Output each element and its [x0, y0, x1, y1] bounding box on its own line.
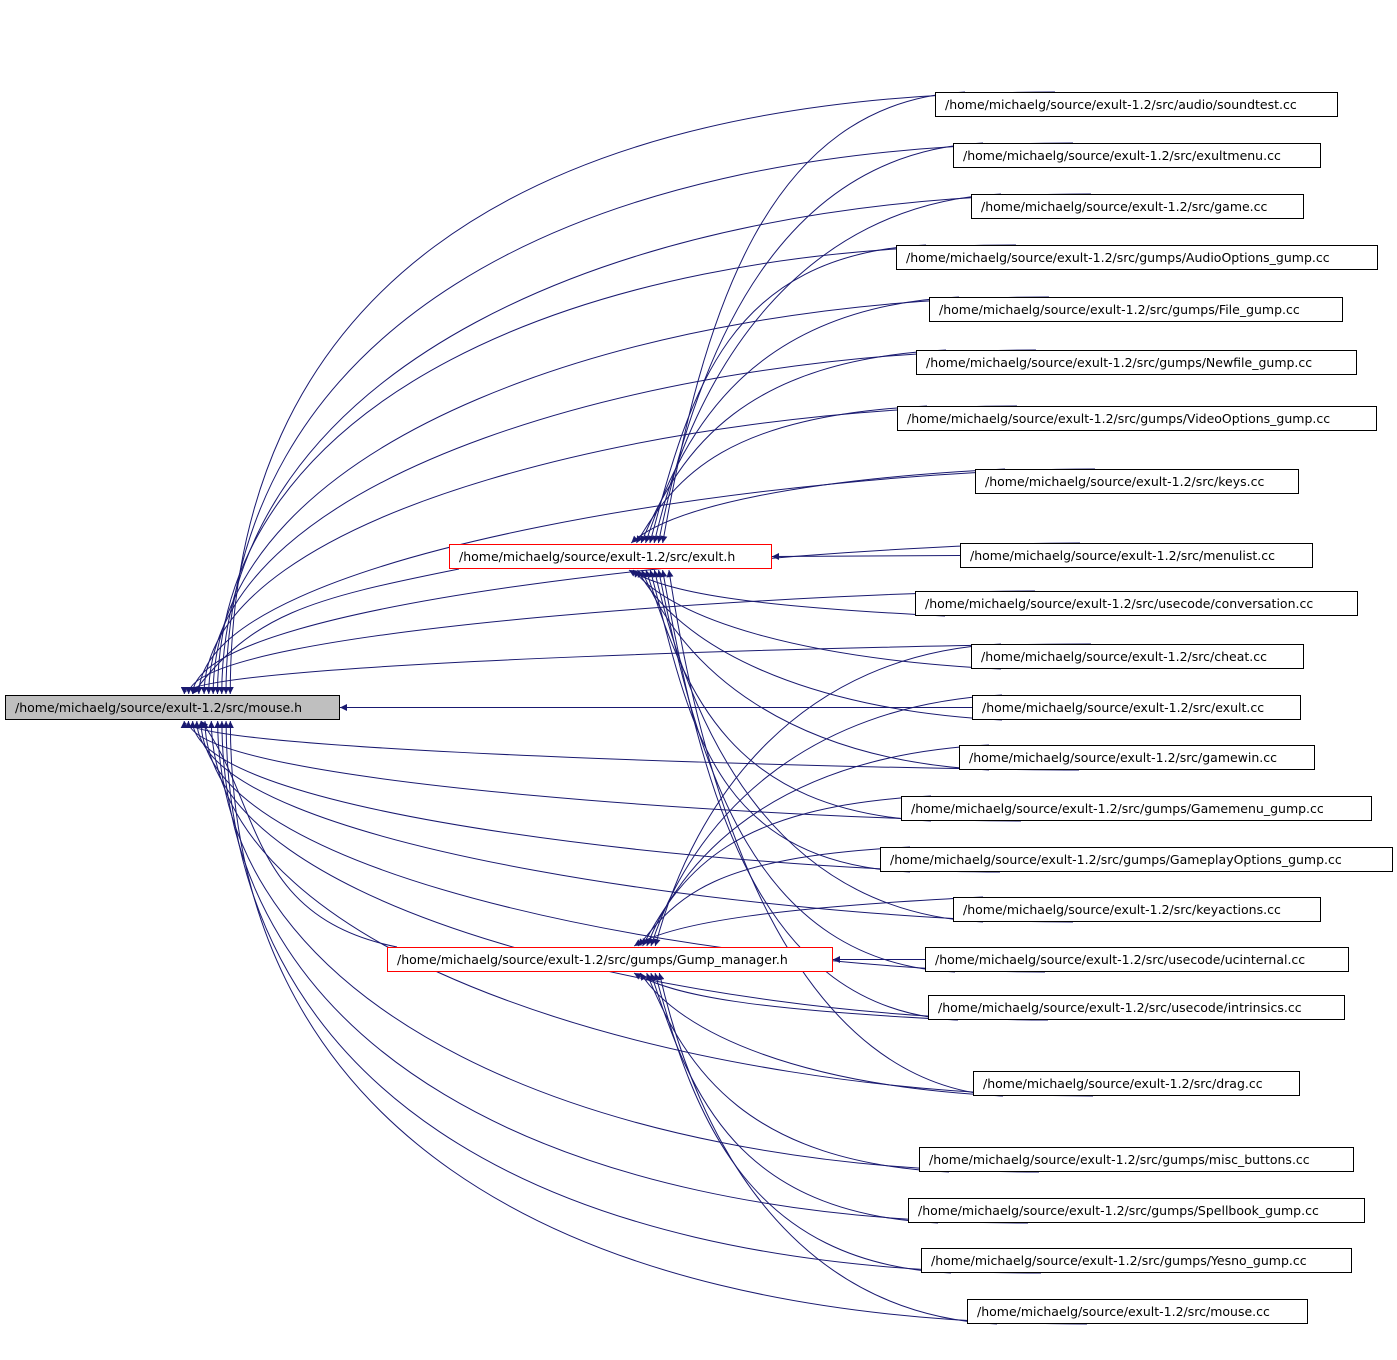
- edge-soundtest-to-exult_h: [660, 91, 966, 544]
- edge-cheat-to-gump_manager_h: [653, 643, 1002, 947]
- edge-gamemenu-to-gump_manager_h: [642, 795, 932, 947]
- edge-keys-to-mouse_h: [195, 468, 1096, 695]
- edge-videooptions-to-exult_h: [636, 405, 928, 544]
- edge-keyactions-to-gump_manager_h: [633, 896, 984, 947]
- node-ucinternal-cc[interactable]: /home/michaelg/source/exult-1.2/src/usec…: [925, 947, 1349, 972]
- node-intrinsics-cc[interactable]: /home/michaelg/source/exult-1.2/src/usec…: [928, 995, 1345, 1020]
- edge-gamewin-to-mouse_h: [180, 720, 1080, 771]
- edge-gameplayoptions-to-gump_manager_h: [637, 846, 911, 947]
- node-exult-cc[interactable]: /home/michaelg/source/exult-1.2/src/exul…: [972, 695, 1301, 720]
- edge-menulist-to-mouse_h: [189, 542, 1081, 695]
- node-gamemenu-gump-cc[interactable]: /home/michaelg/source/exult-1.2/src/gump…: [901, 796, 1372, 821]
- node-conversation-cc[interactable]: /home/michaelg/source/exult-1.2/src/usec…: [915, 591, 1358, 616]
- node-newfile-gump-cc[interactable]: /home/michaelg/source/exult-1.2/src/gump…: [916, 350, 1357, 375]
- edge-exult_h-to-mouse_h: [192, 568, 460, 695]
- node-drag-cc[interactable]: /home/michaelg/source/exult-1.2/src/drag…: [973, 1071, 1300, 1096]
- edge-gamemenu-to-exult_h: [644, 569, 932, 822]
- node-spellbook-gump-cc[interactable]: /home/michaelg/source/exult-1.2/src/gump…: [908, 1198, 1365, 1223]
- edge-newfile_gump-to-mouse_h: [205, 349, 1037, 695]
- edge-spellbook-to-mouse_h: [218, 720, 1029, 1224]
- node-keys-cc[interactable]: /home/michaelg/source/exult-1.2/src/keys…: [975, 469, 1299, 494]
- edge-mouse_cc-to-gump_manager_h: [657, 972, 998, 1325]
- node-mouse-cc[interactable]: /home/michaelg/source/exult-1.2/src/mous…: [967, 1299, 1308, 1324]
- edge-keyactions-to-mouse_h: [193, 720, 1074, 923]
- node-cheat-cc[interactable]: /home/michaelg/source/exult-1.2/src/chea…: [971, 644, 1304, 669]
- edge-drag-to-exult_h: [666, 569, 1004, 1097]
- node-misc-buttons-cc[interactable]: /home/michaelg/source/exult-1.2/src/gump…: [919, 1147, 1354, 1172]
- node-menulist-cc[interactable]: /home/michaelg/source/exult-1.2/src/menu…: [960, 543, 1313, 568]
- node-exultmenu-cc[interactable]: /home/michaelg/source/exult-1.2/src/exul…: [953, 143, 1321, 168]
- edge-game-to-mouse_h: [218, 193, 1092, 695]
- edge-conversation-to-mouse_h: [185, 590, 1036, 695]
- edge-gamewin-to-gump_manager_h: [646, 744, 990, 947]
- edge-file_gump-to-mouse_h: [209, 296, 1050, 695]
- node-gump-manager-h[interactable]: /home/michaelg/source/exult-1.2/src/gump…: [387, 947, 833, 972]
- edge-conversation-to-exult_h: [628, 569, 946, 617]
- edge-videooptions-to-mouse_h: [200, 405, 1018, 695]
- edge-intrinsics-to-mouse_h: [201, 720, 1049, 1021]
- edge-game-to-exult_h: [652, 193, 1002, 544]
- node-gamewin-cc[interactable]: /home/michaelg/source/exult-1.2/src/game…: [959, 745, 1315, 770]
- node-keyactions-cc[interactable]: /home/michaelg/source/exult-1.2/src/keya…: [953, 897, 1321, 922]
- node-exult-h[interactable]: /home/michaelg/source/exult-1.2/src/exul…: [449, 544, 772, 569]
- edge-file_gump-to-exult_h: [644, 296, 960, 544]
- edge-exult_cc-to-gump_manager_h: [649, 694, 1003, 947]
- edge-mouse_cc-to-mouse_h: [226, 720, 1088, 1325]
- edge-yesno-to-mouse_h: [222, 720, 1042, 1274]
- node-mouse-h[interactable]: /home/michaelg/source/exult-1.2/src/mous…: [5, 695, 340, 720]
- edge-yesno-to-gump_manager_h: [653, 972, 952, 1274]
- edge-soundtest-to-mouse_h: [226, 91, 1056, 695]
- node-gameplayoptions-gump-cc[interactable]: /home/michaelg/source/exult-1.2/src/gump…: [880, 847, 1393, 872]
- edge-drag-to-gump_manager_h: [639, 972, 1004, 1097]
- node-game-cc[interactable]: /home/michaelg/source/exult-1.2/src/game…: [971, 194, 1304, 219]
- edge-menulist-to-exult_h: [771, 552, 961, 560]
- edge-newfile_gump-to-exult_h: [640, 349, 947, 544]
- edge-intrinsics-to-gump_manager_h: [633, 972, 959, 1021]
- edge-audiooptions-to-mouse_h: [214, 244, 1017, 695]
- edge-keys-to-exult_h: [630, 468, 1006, 544]
- node-yesno-gump-cc[interactable]: /home/michaelg/source/exult-1.2/src/gump…: [921, 1248, 1352, 1273]
- edge-gamewin-to-exult_h: [641, 569, 990, 771]
- edge-drag-to-mouse_h: [207, 720, 1094, 1097]
- node-soundtest-cc[interactable]: /home/michaelg/source/exult-1.2/src/audi…: [935, 92, 1338, 117]
- edge-ucinternal-to-exult_h: [656, 569, 956, 973]
- edge-gameplayoptions-to-exult_h: [648, 569, 911, 873]
- edge-spellbook-to-gump_manager_h: [649, 972, 939, 1224]
- edge-audiooptions-to-exult_h: [648, 244, 927, 544]
- node-file-gump-cc[interactable]: /home/michaelg/source/exult-1.2/src/gump…: [929, 297, 1343, 322]
- edge-cheat-to-mouse_h: [180, 643, 1092, 695]
- node-audiooptions-gump-cc[interactable]: /home/michaelg/source/exult-1.2/src/gump…: [896, 245, 1378, 270]
- node-videooptions-gump-cc[interactable]: /home/michaelg/source/exult-1.2/src/gump…: [897, 406, 1377, 431]
- edge-exultmenu-to-exult_h: [656, 142, 984, 544]
- edge-gamemenu-to-mouse_h: [184, 720, 1022, 822]
- edge-cheat-to-exult_h: [632, 569, 1002, 670]
- edge-exultmenu-to-mouse_h: [222, 142, 1074, 695]
